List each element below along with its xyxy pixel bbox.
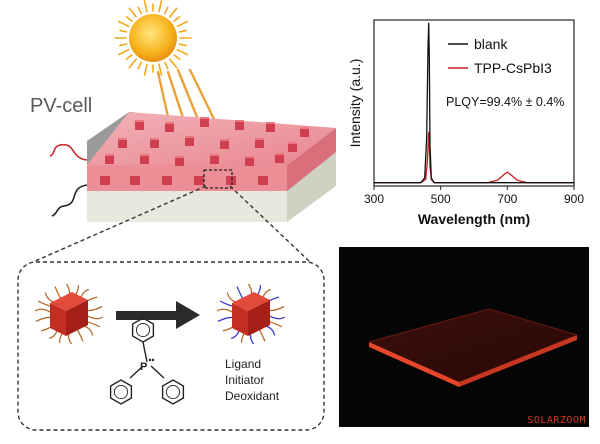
agent-label-initiator: Initiator [225, 373, 264, 387]
svg-text:P: P [140, 361, 147, 373]
nanocrystal-before-icon [34, 283, 104, 345]
series-line-tpp-cspbi3 [374, 131, 574, 184]
triphenylphosphine-molecule-icon [109, 317, 185, 405]
agent-label-ligand: Ligand [225, 357, 261, 371]
legend-label-tpp: TPP-CsPbI3 [474, 60, 552, 76]
x-tick-label: 700 [497, 192, 517, 206]
watermark: SOLARZOOM [527, 415, 586, 426]
plqy-annotation: PLQY=99.4% ± 0.4% [446, 95, 564, 109]
x-axis-label: Wavelength (nm) [418, 211, 530, 227]
schematic-diagram: P PV-cell Ligand Initiator Deoxidant [17, 0, 336, 431]
nanocrystal-after-icon [216, 283, 286, 345]
sample-photo [339, 247, 589, 427]
wires [49, 143, 88, 217]
zoom-lines [32, 185, 311, 263]
y-axis-label: Intensity (a.u.) [347, 59, 363, 148]
pv-cell-device [87, 112, 336, 222]
legend: blank TPP-CsPbI3 [448, 36, 552, 76]
plot-frame [373, 19, 575, 187]
agent-label-deoxidant: Deoxidant [225, 389, 280, 403]
series-line-blank [374, 22, 574, 184]
x-tick-label: 500 [431, 192, 451, 206]
device-label: PV-cell [30, 95, 92, 117]
sun-icon [114, 0, 192, 76]
x-tick-label: 900 [564, 192, 584, 206]
reaction-arrow-icon [116, 301, 200, 329]
glowing-film-image [368, 308, 578, 387]
pl-spectrum-chart: 300 500 700 900 blank TPP-CsPbI3 PLQY=99.4%… [347, 19, 584, 227]
legend-label-blank: blank [474, 36, 508, 52]
x-tick-label: 300 [364, 192, 384, 206]
inset-box [17, 261, 325, 431]
